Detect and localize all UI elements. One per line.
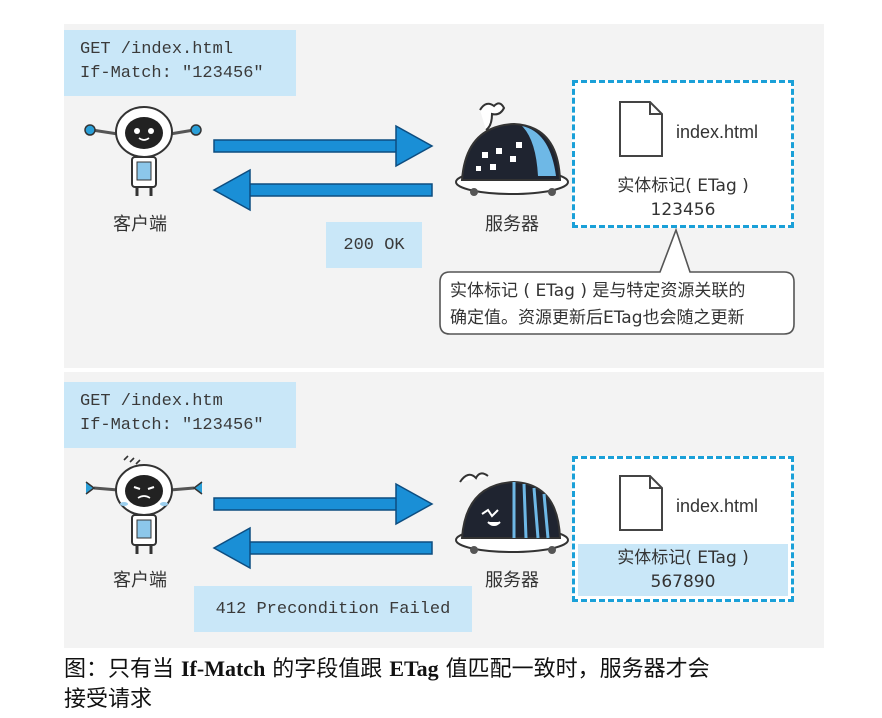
caption-middle: 的字段值跟: [265, 657, 390, 682]
callout-line: 实体标记 ( ETag ) 是与特定资源关联的: [450, 281, 746, 301]
client-label: 客户端: [113, 214, 167, 235]
server-robot-icon: [455, 472, 569, 554]
request-line: If-Match: "123456": [80, 64, 264, 83]
server-label: 服务器: [485, 214, 539, 235]
response-box-top: 200 OK: [326, 222, 422, 268]
response-arrow-icon: [212, 526, 433, 570]
request-line: If-Match: "123456": [80, 416, 264, 435]
request-box-top: GET /index.html If-Match: "123456": [64, 30, 296, 96]
robot-client-icon: [84, 106, 202, 196]
client-label: 客户端: [113, 570, 167, 591]
robot-client-icon: [85, 455, 203, 554]
server-robot-icon: [455, 102, 569, 196]
response-arrow-icon: [212, 168, 433, 212]
caption-etag: ETag: [389, 656, 439, 681]
figure-caption: 图：只有当 If-Match 的字段值跟 ETag 值匹配一致时，服务器才会 接…: [64, 654, 824, 715]
etag-label: 实体标记( ETag ): [617, 548, 749, 568]
caption-if-match: If-Match: [181, 656, 266, 681]
caption-line2: 接受请求: [64, 687, 153, 712]
response-box-bottom: 412 Precondition Failed: [194, 586, 472, 632]
file-name: index.html: [676, 496, 759, 516]
etag-label: 实体标记( ETag ): [617, 176, 749, 196]
etag-highlight: [578, 544, 788, 596]
server-label: 服务器: [485, 570, 539, 591]
caption-suffix: 值匹配一致时，服务器才会: [438, 657, 710, 682]
resource-box-top: [572, 80, 794, 228]
file-name: index.html: [676, 122, 759, 142]
request-line: GET /index.html: [80, 40, 234, 59]
file-icon: [619, 101, 663, 157]
callout-line: 确定值。资源更新后ETag也会随之更新: [450, 308, 745, 328]
caption-prefix: 图：只有当: [64, 657, 181, 682]
request-arrow-icon: [213, 482, 434, 526]
etag-value: 567890: [650, 572, 716, 592]
etag-value: 123456: [650, 200, 716, 220]
request-box-bottom: GET /index.htm If-Match: "123456": [64, 382, 296, 448]
request-line: GET /index.htm: [80, 392, 223, 411]
request-arrow-icon: [213, 124, 434, 168]
callout-bubble: [439, 227, 795, 335]
file-icon: [619, 475, 663, 531]
